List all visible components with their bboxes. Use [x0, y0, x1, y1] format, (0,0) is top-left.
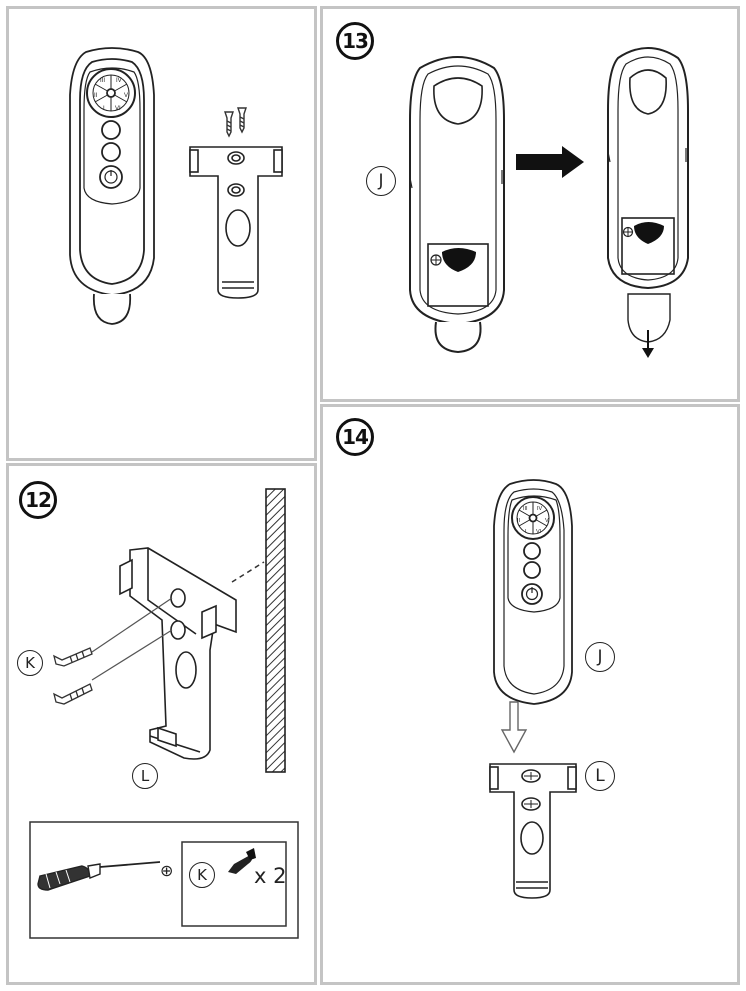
remote-control-icon — [493, 479, 573, 705]
panel-step-12 — [6, 463, 317, 985]
remote-back-icon — [409, 56, 505, 354]
screw-count-box — [181, 841, 287, 927]
svg-text:III: III — [523, 506, 528, 512]
guide-line — [231, 561, 265, 583]
svg-text:VI: VI — [115, 106, 121, 112]
screw-guide-line-1 — [91, 597, 173, 653]
parts-box — [29, 821, 299, 939]
step-number-13: 13 — [336, 22, 374, 60]
screw-guide-line-2 — [91, 629, 173, 681]
remote-back-open-icon — [607, 47, 689, 343]
svg-text:I: I — [525, 529, 527, 535]
label-remote-j: J — [585, 642, 615, 672]
wall-icon — [265, 488, 286, 773]
label-holder-l: L — [585, 761, 615, 791]
svg-text:V: V — [545, 518, 549, 524]
svg-text:IV: IV — [537, 506, 543, 512]
screw-icon — [228, 848, 256, 874]
tool-symbol: ⊕ — [160, 861, 174, 880]
wall-holder-icon — [189, 146, 283, 299]
label-screw-k-box: K — [189, 862, 215, 888]
svg-text:II: II — [517, 518, 521, 524]
label-holder-l: L — [132, 763, 158, 789]
wall-holder-icon — [489, 763, 577, 899]
screw-icon — [224, 107, 247, 138]
arrow-right-icon — [516, 146, 584, 178]
svg-text:II: II — [94, 93, 98, 99]
svg-text:III: III — [100, 78, 105, 84]
svg-text:I: I — [103, 106, 105, 112]
wall-holder-angled-icon — [119, 547, 237, 760]
remote-control-icon — [69, 47, 155, 325]
panel-top-left — [6, 6, 317, 461]
screw-quantity: x 2 — [254, 864, 287, 888]
label-remote-j: J — [366, 166, 396, 196]
step-number-12: 12 — [19, 481, 57, 519]
svg-text:VI: VI — [536, 529, 542, 535]
arrow-down-outline-icon — [500, 701, 528, 754]
screw-icon — [53, 647, 93, 705]
screwdriver-icon — [37, 861, 161, 891]
svg-text:IV: IV — [116, 78, 122, 84]
arrow-down-icon — [642, 330, 654, 358]
svg-text:V: V — [124, 93, 128, 99]
label-screw-k: K — [17, 650, 43, 676]
step-number-14: 14 — [336, 418, 374, 456]
